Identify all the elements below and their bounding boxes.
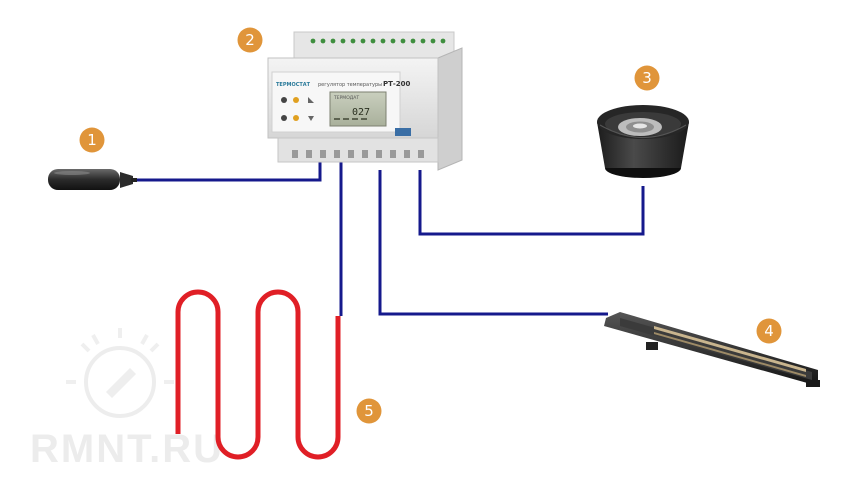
watermark-text: RMNT.RU (30, 427, 224, 471)
thermostat-display-header: ТЕРМОДАТ (333, 95, 359, 101)
floor-temperature-sensor-icon (48, 169, 137, 190)
thermostat-brand: ТЕРМОСТАТ (276, 82, 311, 88)
wire-lamp (418, 170, 645, 236)
top-terminals (310, 38, 446, 44)
badge-3-number: 3 (642, 69, 652, 87)
badge-2: 2 (237, 27, 263, 53)
heating-cable (175, 289, 341, 460)
bottom-terminals (292, 150, 424, 158)
badge-1-number: 1 (87, 131, 97, 149)
thermostat-lcd (329, 91, 387, 127)
wires (136, 162, 645, 316)
wire-flat-sensor (378, 170, 608, 316)
watermark: RMNT.RU (30, 328, 224, 471)
badge-4: 4 (756, 318, 782, 344)
thermostat-buttons (281, 97, 314, 121)
badge-1: 1 (79, 127, 105, 153)
thermostat-display-value: 027 (352, 107, 370, 118)
thermostat-model: РТ-200 (383, 80, 411, 88)
thermostat-subtitle: регулятор температуры (318, 82, 382, 88)
din-rail-thermostat-icon: ТЕРМОСТАТ регулятор температуры РТ-200 Т… (267, 31, 463, 171)
ceiling-light-icon (597, 105, 689, 178)
badge-2-number: 2 (245, 31, 255, 49)
badge-3: 3 (634, 65, 660, 91)
watermark-sun-icon (66, 328, 174, 418)
badge-5-number: 5 (364, 402, 374, 420)
badge-5: 5 (356, 398, 382, 424)
flat-sensor-icon (604, 312, 820, 387)
badge-4-number: 4 (764, 322, 774, 340)
wire-sensor-1 (136, 162, 322, 182)
